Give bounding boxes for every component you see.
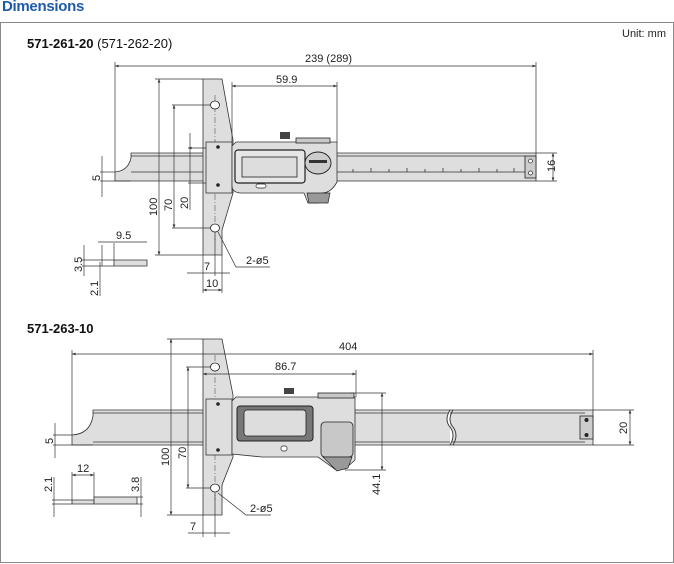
dim-overall-length: 239 (289): [305, 53, 352, 65]
dim-beam-width: 20: [618, 422, 630, 434]
knurl-roller: [306, 192, 331, 204]
knurl-roller: [322, 456, 353, 472]
lcd-display: [241, 156, 298, 178]
dim-beam-step: 5: [44, 438, 56, 444]
mount-hole: [210, 223, 220, 233]
dim-overall-length: 404: [339, 341, 357, 353]
tip-detail-b: 12 2.1 3.8: [43, 463, 143, 517]
beam-end-block: [524, 155, 537, 179]
model-b-title: 571-263-10: [27, 321, 94, 336]
dim-tip-length: 9.5: [116, 230, 131, 242]
dim-beam-step: 5: [91, 175, 103, 181]
dim-beam-width: 16: [546, 160, 558, 172]
dim-base-thickness: 10: [206, 278, 218, 290]
dim-hole-pitch: 70: [163, 199, 175, 211]
section-title: Dimensions: [2, 0, 85, 15]
lock-screw: [284, 388, 294, 394]
button-panel: [320, 421, 354, 458]
dim-tip-step: 3.5: [73, 257, 85, 272]
unit-label: Unit: mm: [622, 28, 666, 40]
dim-holes: 2-ø5: [250, 503, 273, 515]
tip-detail-a: 9.5 3.5 2.1: [73, 230, 148, 296]
dim-holes: 2-ø5: [246, 255, 269, 267]
dim-tip-thickness: 2.1: [43, 477, 55, 492]
model-a-title-alt: (571-262-20): [97, 36, 172, 51]
dim-slider-length: 86.7: [275, 361, 296, 373]
model-b-drawing: 571-263-10 404 86.7 100 70: [27, 321, 634, 537]
dim-slider-length: 59.9: [276, 74, 297, 86]
dim-base-height: 100: [160, 448, 172, 466]
mount-hole: [210, 483, 220, 493]
lock-screw: [280, 132, 290, 139]
model-a-title-main: 571-261-20: [27, 36, 94, 51]
dim-clamp: 20: [179, 197, 191, 209]
mount-hole: [210, 362, 220, 372]
dim-base-hole-offset: 7: [204, 261, 210, 273]
scale-ticks: [352, 168, 515, 172]
dim-tip-thickness: 2.1: [89, 281, 101, 296]
dim-slider-height: 44.1: [371, 474, 383, 495]
dim-tip-length: 12: [77, 463, 89, 475]
dim-hole-pitch: 70: [177, 447, 189, 459]
dim-tip-step: 3.8: [130, 477, 142, 492]
mount-hole: [210, 100, 220, 110]
beam-end-block: [579, 415, 594, 440]
clamp-plate: [205, 398, 233, 456]
model-a-title: 571-261-20 (571-262-20): [27, 36, 172, 51]
dim-base-hole-offset: 7: [190, 521, 196, 533]
lcd-display: [243, 409, 307, 437]
model-a-drawing: 571-261-20 (571-262-20) 239 (289) 59.9: [27, 36, 558, 296]
dim-base-height: 100: [148, 198, 160, 216]
